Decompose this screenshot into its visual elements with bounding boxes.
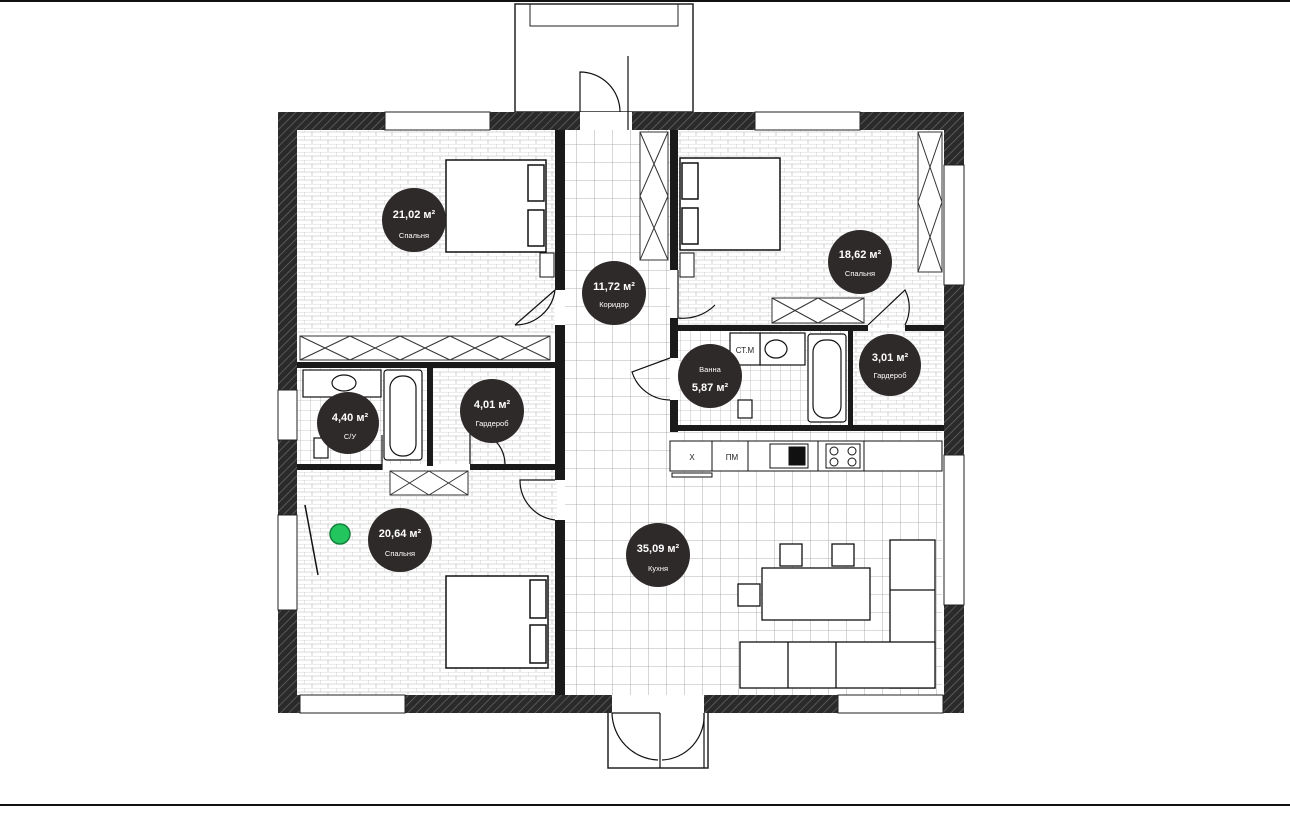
nightstands: [539, 252, 695, 278]
location-marker[interactable]: [329, 523, 351, 545]
badge-bath: Ванна 5,87 м²: [678, 344, 742, 408]
bottom-frame-line: [0, 804, 1290, 806]
kitchen-counter: [669, 440, 943, 478]
top-frame-line: [0, 0, 1290, 2]
bed-3: [445, 575, 549, 669]
dishwasher-label: ПМ: [726, 453, 739, 462]
svg-text:Спальня: Спальня: [385, 549, 415, 558]
svg-text:Спальня: Спальня: [845, 269, 875, 278]
svg-text:Ванна: Ванна: [699, 365, 721, 374]
svg-text:35,09 м²: 35,09 м²: [637, 543, 680, 555]
svg-text:Коридор: Коридор: [599, 300, 629, 309]
svg-text:Спальня: Спальня: [399, 231, 429, 240]
svg-text:Гардероб: Гардероб: [476, 419, 509, 428]
svg-text:С/У: С/У: [344, 432, 357, 441]
fridge-label: Х: [689, 453, 695, 462]
badge-wardrobe2: 4,01 м² Гардероб: [460, 379, 524, 443]
interior-walls: [297, 130, 944, 695]
bath-fixtures: [302, 332, 847, 461]
badge-wc: 4,40 м² С/У: [317, 392, 379, 454]
svg-text:18,62 м²: 18,62 м²: [839, 249, 882, 261]
svg-text:3,01 м²: 3,01 м²: [872, 352, 909, 364]
badge-wardrobe1: 3,01 м² Гардероб: [859, 334, 921, 396]
svg-text:Кухня: Кухня: [648, 564, 668, 573]
badge-bedroom2: 18,62 м² Спальня: [828, 230, 892, 294]
badge-bedroom3: 20,64 м² Спальня: [368, 508, 432, 572]
svg-text:Гардероб: Гардероб: [874, 371, 907, 380]
window-swing-line: [304, 504, 319, 576]
svg-text:4,01 м²: 4,01 м²: [474, 399, 511, 411]
outer-walls: [277, 111, 965, 714]
badge-corridor: 11,72 м² Коридор: [582, 261, 646, 325]
badge-kitchen: 35,09 м² Кухня: [626, 523, 690, 587]
badge-bedroom1: 21,02 м² Спальня: [382, 188, 446, 252]
bed-2: [679, 157, 781, 251]
svg-text:11,72 м²: 11,72 м²: [593, 281, 635, 293]
svg-text:21,02 м²: 21,02 м²: [393, 209, 436, 221]
porch-top: [514, 3, 694, 113]
svg-text:5,87 м²: 5,87 м²: [692, 382, 729, 394]
washer-label: СТ.М: [736, 346, 755, 355]
dining-set: [737, 539, 936, 689]
bed-1: [445, 159, 547, 253]
svg-text:20,64 м²: 20,64 м²: [379, 528, 422, 540]
svg-text:4,40 м²: 4,40 м²: [332, 412, 369, 424]
built-in-wardrobes: [299, 131, 943, 496]
